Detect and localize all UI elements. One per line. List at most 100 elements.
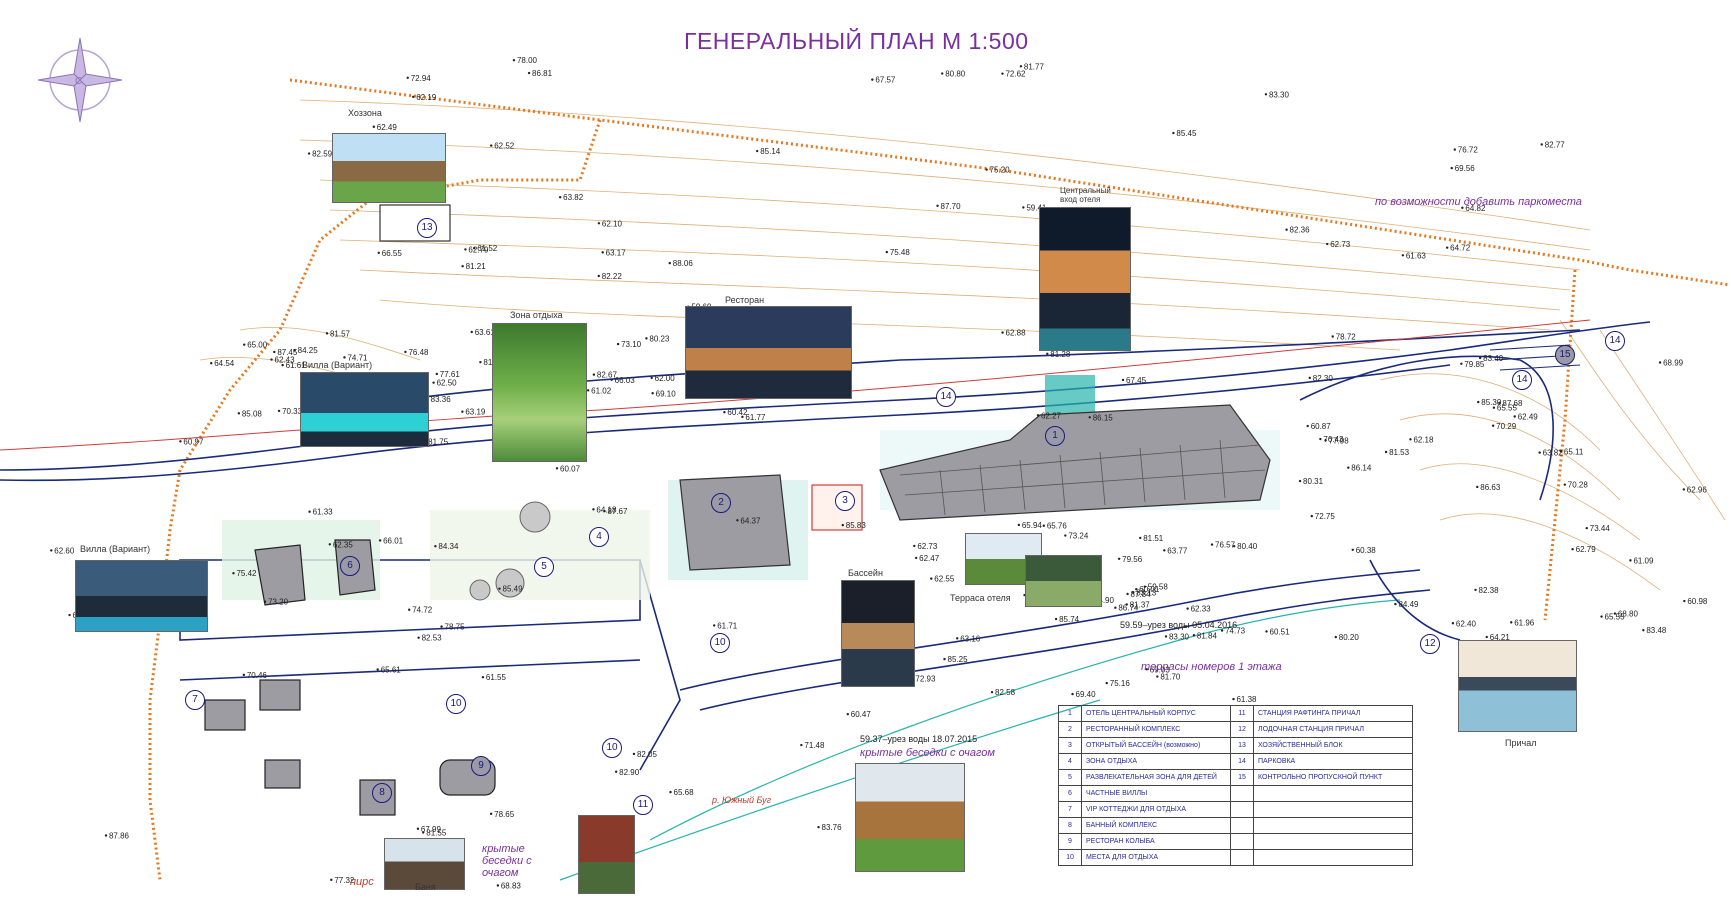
elevation-point: 81.53: [1384, 448, 1410, 457]
elevation-label: 69.40: [1076, 690, 1097, 699]
legend-cell-n1: 10: [1058, 849, 1082, 866]
marker-14c[interactable]: 14: [1605, 331, 1625, 351]
legend-cell-n2: [1230, 801, 1254, 818]
elevation-point: 83.30: [1264, 90, 1290, 99]
elevation-point: 83.30: [1164, 632, 1190, 641]
marker-14b[interactable]: 14: [1512, 370, 1532, 390]
elevation-label: 62.49: [1518, 412, 1539, 421]
elevation-label: 69.03: [1150, 665, 1171, 674]
elevation-label: 79.56: [1122, 555, 1143, 564]
legend-cell-l1: ЧАСТНЫЕ ВИЛЛЫ: [1081, 785, 1231, 802]
marker-7[interactable]: 7: [185, 690, 205, 710]
elevation-point: 63.77: [1163, 546, 1188, 555]
marker-11[interactable]: 11: [633, 795, 653, 815]
elevation-point: 87.84: [1126, 590, 1151, 599]
elevation-point: 60.07: [555, 464, 581, 473]
elevation-point: 76.43: [1319, 435, 1344, 444]
elevation-point: 60.42: [723, 408, 748, 417]
legend-cell-n1: 8: [1058, 817, 1082, 834]
elevation-point: 66.01: [378, 536, 404, 545]
elevation-point: 67.45: [1121, 376, 1147, 385]
elevation-point: 80.20: [1334, 633, 1359, 642]
elevation-point: 85.25: [943, 655, 968, 664]
marker-10a[interactable]: 10: [710, 633, 730, 653]
elevation-point: 82.58: [990, 688, 1016, 697]
elevation-point: 69.10: [651, 389, 676, 398]
elevation-point: 82.67: [592, 371, 617, 380]
marker-3[interactable]: 3: [835, 491, 855, 511]
marker-1[interactable]: 1: [1045, 426, 1065, 446]
elevation-label: 82.90: [619, 768, 640, 777]
elevation-label: 73.44: [1590, 524, 1611, 533]
elevation-point: 77.32: [330, 876, 355, 885]
villa-photo-1: [300, 372, 429, 447]
marker-2[interactable]: 2: [711, 493, 731, 513]
elevation-point: 64.72: [1445, 244, 1471, 253]
pier-caption: Причал: [1505, 738, 1537, 748]
elevation-label: 61.33: [313, 508, 334, 517]
legend-cell-n1: 9: [1058, 833, 1082, 850]
elevation-label: 75.16: [1110, 679, 1131, 688]
elevation-label: 62.35: [333, 540, 354, 549]
elevation-label: 81.84: [1197, 631, 1218, 640]
elevation-label: 83.30: [1269, 90, 1290, 99]
marker-10b[interactable]: 10: [446, 694, 466, 714]
elevation-point: 61.38: [1232, 695, 1257, 704]
elevation-label: 82.77: [1545, 140, 1566, 149]
elevation-label: 65.94: [1022, 521, 1043, 530]
svg-text:С: С: [75, 76, 82, 87]
elevation-point: 62.88: [1001, 329, 1026, 338]
elevation-label: 78.65: [494, 810, 515, 819]
marker-4[interactable]: 4: [589, 527, 609, 547]
elevation-label: 74.73: [1225, 627, 1246, 636]
elevation-label: 69.10: [656, 389, 677, 398]
elevation-label: 62.40: [1456, 619, 1477, 628]
elevation-label: 60.01: [1139, 585, 1160, 594]
elevation-label: 62.18: [1413, 435, 1434, 444]
elevation-point: 72.62: [1001, 70, 1026, 79]
elevation-point: 87.68: [1498, 399, 1523, 408]
elevation-point: 65.11: [1559, 447, 1584, 456]
elevation-label: 65.76: [1047, 522, 1068, 531]
elevation-point: 70.28: [1563, 481, 1588, 490]
legend-cell-l1: ОТКРЫТЫЙ БАССЕЙН (возможно): [1081, 737, 1231, 754]
elevation-label: 85.14: [760, 147, 781, 156]
marker-14a[interactable]: 14: [936, 387, 956, 407]
hotel-entrance-caption: Центральный вход отеля: [1060, 186, 1111, 204]
elevation-point: 60.98: [1683, 597, 1708, 606]
elevation-point: 76.48: [404, 348, 429, 357]
marker-12[interactable]: 12: [1420, 634, 1440, 654]
elevation-point: 75.20: [985, 166, 1010, 175]
legend-cell-l1: ОТЕЛЬ ЦЕНТРАЛЬНЫЙ КОРПУС: [1081, 705, 1231, 722]
elevation-label: 62.33: [1191, 605, 1212, 614]
marker-13[interactable]: 13: [417, 218, 437, 238]
elevation-point: 62.10: [597, 219, 622, 228]
marker-15[interactable]: 15: [1555, 345, 1575, 365]
marker-9[interactable]: 9: [471, 756, 491, 776]
legend-cell-l2: [1253, 817, 1413, 834]
elevation-point: 62.79: [464, 245, 489, 254]
elevation-point: 66.03: [610, 376, 635, 385]
marker-10c[interactable]: 10: [602, 738, 622, 758]
legend-cell-n2: [1230, 849, 1254, 866]
elevation-label: 62.27: [1041, 411, 1062, 420]
elevation-point: 59.41: [1022, 203, 1047, 212]
elevation-point: 64.82: [1461, 204, 1486, 213]
elevation-point: 65.61: [376, 665, 401, 674]
elevation-label: 82.30: [1313, 374, 1334, 383]
elevation-label: 82.59: [312, 150, 333, 159]
legend-cell-n1: 7: [1058, 801, 1082, 818]
elevation-label: 60.51: [1270, 627, 1291, 636]
marker-8[interactable]: 8: [372, 783, 392, 803]
elevation-label: 67.45: [1126, 376, 1147, 385]
elevation-label: 74.72: [412, 606, 433, 615]
elevation-label: 83.30: [1169, 632, 1190, 641]
villa-photo-2: [75, 560, 208, 632]
elevation-label: 62.73: [917, 542, 938, 551]
marker-5[interactable]: 5: [534, 557, 554, 577]
elevation-label: 73.10: [621, 340, 642, 349]
elevation-point: 82.77: [1540, 140, 1566, 149]
elevation-label: 60.98: [1687, 597, 1708, 606]
marker-6[interactable]: 6: [340, 556, 360, 576]
